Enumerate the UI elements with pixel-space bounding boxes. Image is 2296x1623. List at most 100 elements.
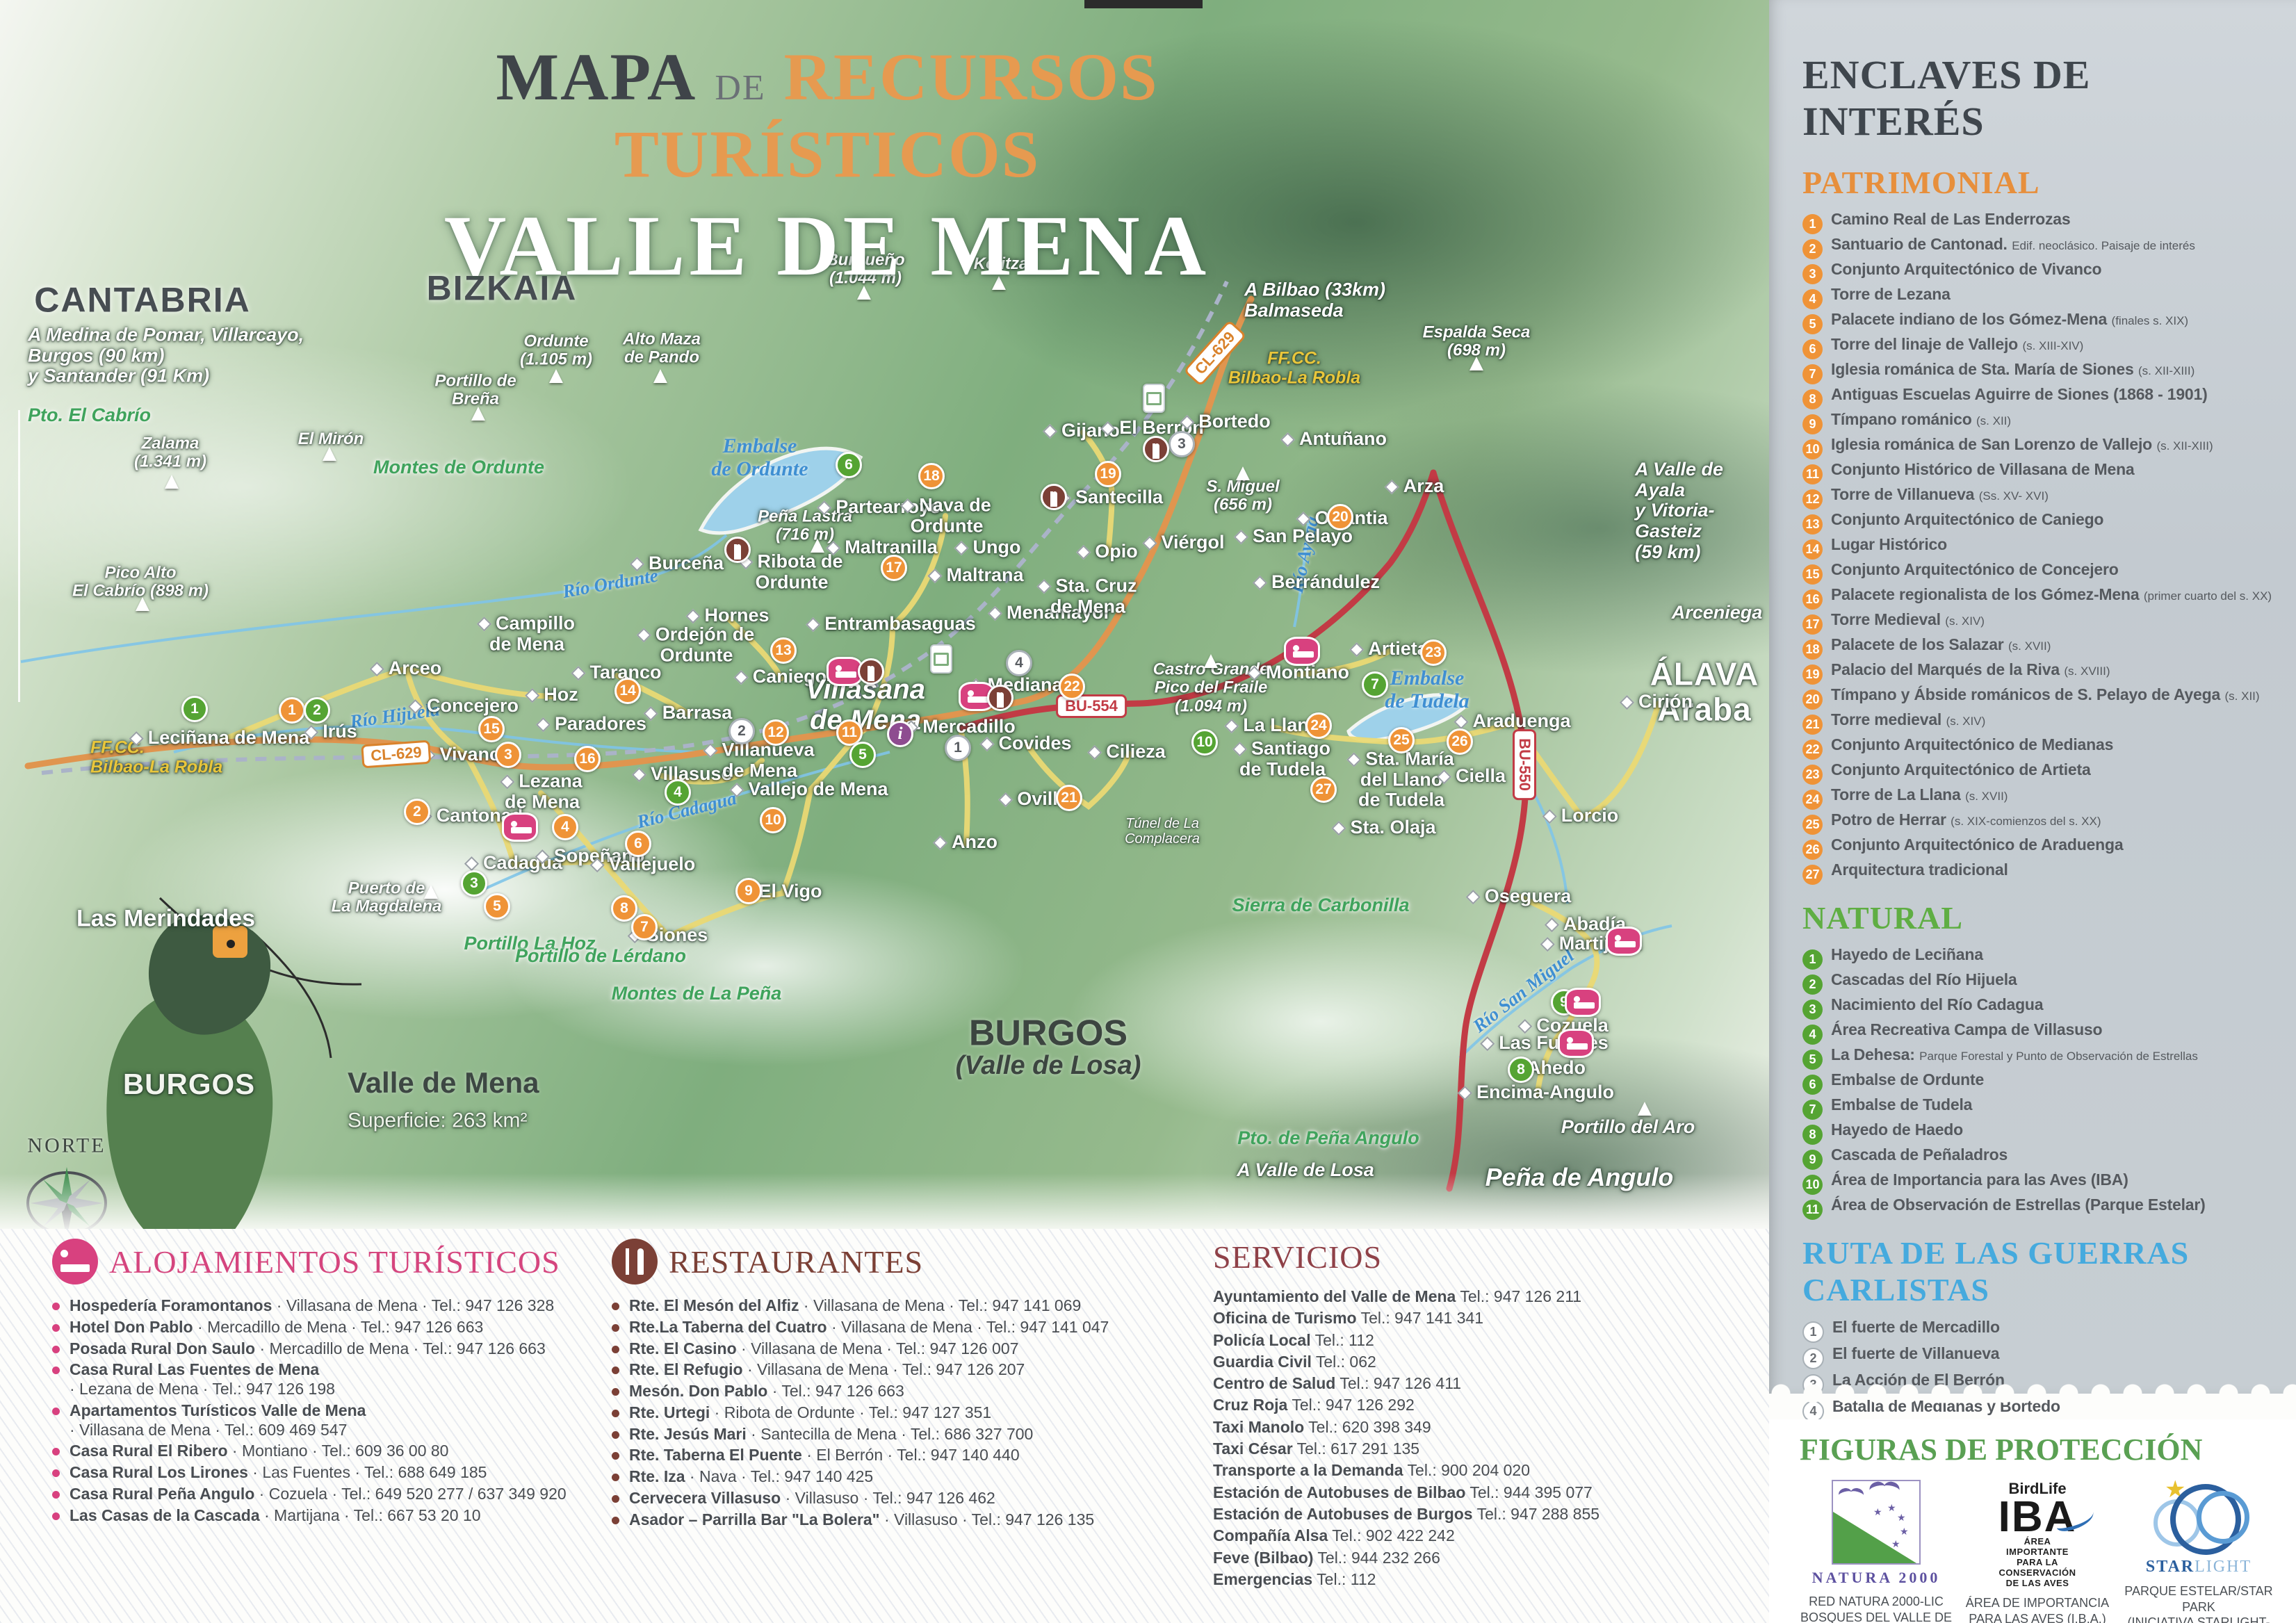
natural-item: 7 Embalse de Tudela <box>1802 1096 2278 1120</box>
map-label: Sta. María del Llano de Tudela <box>1349 749 1454 810</box>
map-marker: ▲ <box>418 878 444 904</box>
map-marker-number: 4 <box>561 819 569 835</box>
map-label: Ungo <box>956 537 1021 558</box>
item-note: (s. XII) <box>2224 690 2260 703</box>
item-number-badge: 3 <box>1802 1000 1823 1020</box>
bullet-dot <box>52 1448 60 1456</box>
item-phone: Tel.: 620 398 349 <box>1304 1417 1431 1436</box>
item-phone: Tel.: 062 <box>1311 1352 1376 1371</box>
restaurante-item: Rte. Iza · Nava · Tel.: 947 140 425 <box>612 1467 1168 1486</box>
map-label: El Mirón <box>298 429 364 448</box>
map-marker-number: 6 <box>845 457 853 473</box>
map-scale-ruler <box>18 410 20 702</box>
map-marker: 9 <box>735 878 762 904</box>
map-label: Santecilla <box>1059 487 1163 508</box>
map-label: Viérgol <box>1144 532 1224 553</box>
item-number-badge: 17 <box>1802 614 1823 635</box>
map-label: Covides <box>982 733 1071 754</box>
map-marker: 3 <box>461 870 487 897</box>
map-marker-number: 10 <box>765 812 781 828</box>
natural-item: 5 La Dehesa: Parque Forestal y Punto de … <box>1802 1046 2278 1070</box>
heading-natural: NATURAL <box>1802 900 1964 936</box>
item-label: El fuerte de Mercadillo <box>1832 1318 2000 1337</box>
item-label: Nacimiento del Río Cadagua <box>1831 995 2044 1014</box>
map-marker-number: ▲ <box>419 877 443 904</box>
item-number-badge: 2 <box>1802 1348 1824 1369</box>
item-details: · Villasuso · Tel.: 947 126 462 <box>781 1488 995 1507</box>
patrimonial-item: 19 Palacio del Marqués de la Riva (s. XV… <box>1802 661 2278 685</box>
item-details: · Villasana de Mena · Tel.: 947 126 007 <box>736 1339 1019 1357</box>
restaurante-item: Cervecera Villasuso · Villasuso · Tel.: … <box>612 1488 1168 1508</box>
patrimonial-item: 1 Camino Real de Las Enderrozas <box>1802 211 2278 234</box>
embalse-ordunte-shape <box>698 446 863 535</box>
map-label: Maltranilla <box>828 537 938 558</box>
map-label: A Valle de Losa <box>1237 1159 1374 1181</box>
item-note: Parque Forestal y Punto de Observación d… <box>1919 1050 2198 1063</box>
item-label: Cascadas del Río Hijuela <box>1831 970 2017 989</box>
servicio-item: Estación de Autobuses de Burgos Tel.: 94… <box>1213 1505 1700 1523</box>
item-number-badge: 19 <box>1802 664 1823 685</box>
natural-item: 4 Área Recreativa Campa de Villasuso <box>1802 1021 2278 1045</box>
map-marker <box>1284 637 1320 666</box>
patrimonial-item: 17 Torre Medieval (s. XIV) <box>1802 611 2278 635</box>
item-name: Casa Rural El Ribero <box>70 1442 228 1460</box>
item-label: Conjunto Arquitectónico de Araduenga <box>1831 835 2124 854</box>
map-marker: 1 <box>279 697 305 724</box>
item-number-badge: 11 <box>1802 1200 1823 1220</box>
patrimonial-item: 4 Torre de Lezana <box>1802 286 2278 309</box>
patrimonial-list: 1 Camino Real de Las Enderrozas 2 Santua… <box>1802 211 2278 885</box>
sidebar-title: ENCLAVES DE INTERÉS <box>1802 52 2091 144</box>
natural-item: 11 Área de Observación de Estrellas (Par… <box>1802 1196 2278 1220</box>
bullet-dot <box>52 1469 60 1477</box>
bullet-dot <box>52 1323 60 1332</box>
map-label: Ciella <box>1439 765 1506 787</box>
restaurante-item: Rte. El Casino · Villasana de Mena · Tel… <box>612 1339 1168 1358</box>
map-marker: 6 <box>625 831 651 857</box>
map-marker-number: 4 <box>1015 655 1023 671</box>
map-label: Burgueño (1.044 m) <box>826 250 905 288</box>
map-marker-number: 7 <box>1371 676 1379 692</box>
alojamiento-item: Apartamentos Turísticos Valle de Mena· V… <box>52 1401 587 1440</box>
item-label: Iglesia románica de Sta. María de Siones <box>1831 360 2134 379</box>
item-label: Torre medieval <box>1831 710 1942 729</box>
road-bu554 <box>957 469 1437 732</box>
map-marker-number: 3 <box>1178 436 1186 452</box>
map-marker: 6 <box>836 452 862 478</box>
logo-starlight: ★ STARLIGHT PARQUE ESTELAR/STAR PARK(INI… <box>2122 1476 2275 1623</box>
patrimonial-item: 13 Conjunto Arquitectónico de Caniego <box>1802 511 2278 535</box>
poster-title-line1: MAPA DE RECURSOS TURÍSTICOS <box>334 38 1321 193</box>
natura-2000-icon: ★ ★ ★ ★ ★ <box>1832 1480 1921 1565</box>
scan-artifact <box>1084 0 1203 8</box>
map-marker-number: 2 <box>738 723 746 739</box>
map-marker: ▲ <box>129 590 156 617</box>
map-marker-number: 1 <box>954 740 962 756</box>
title-de: DE <box>715 68 766 108</box>
map-marker: 3 <box>1169 431 1195 457</box>
item-name: Taxi César <box>1213 1440 1293 1458</box>
item-number-badge: 18 <box>1802 639 1823 660</box>
map-label: Nava de Ordunte <box>902 494 991 536</box>
item-details: · El Berrón · Tel.: 947 140 440 <box>801 1446 1020 1465</box>
map-marker: 20 <box>1327 504 1353 530</box>
map-marker: 14 <box>614 678 641 704</box>
heading-patrimonial: PATRIMONIAL <box>1802 165 2040 200</box>
poster-title-line2: VALLE DE MENA <box>443 198 1211 293</box>
servicio-item: Taxi César Tel.: 617 291 135 <box>1213 1440 1700 1458</box>
map-label: Hoz <box>527 684 578 706</box>
map-marker: 4 <box>1006 650 1032 676</box>
item-name: Feve (Bilbao) <box>1213 1548 1314 1567</box>
map-label: Araduenga <box>1456 710 1570 732</box>
patrimonial-item: 12 Torre de Villanueva (Ss. XV- XVI) <box>1802 486 2278 509</box>
star-icon: ★ <box>2165 1476 2186 1503</box>
heading-ruta-carlistas: RUTA DE LAS GUERRAS CARLISTAS <box>1802 1235 2190 1307</box>
title-mapa: MAPA <box>496 40 697 114</box>
servicios-column: SERVICIOS Ayuntamiento del Valle de Mena… <box>1213 1239 1700 1592</box>
heading-restaurantes: RESTAURANTES <box>669 1243 924 1280</box>
map-marker-number: ▲ <box>1465 349 1488 376</box>
item-details: · Villasana de Mena · Tel.: 947 141 047 <box>827 1317 1109 1336</box>
map-label: Ahedo <box>1511 1057 1586 1079</box>
map-label: Arceniega <box>1671 602 1763 623</box>
patrimonial-item: 10 Iglesia románica de San Lorenzo de Va… <box>1802 436 2278 459</box>
